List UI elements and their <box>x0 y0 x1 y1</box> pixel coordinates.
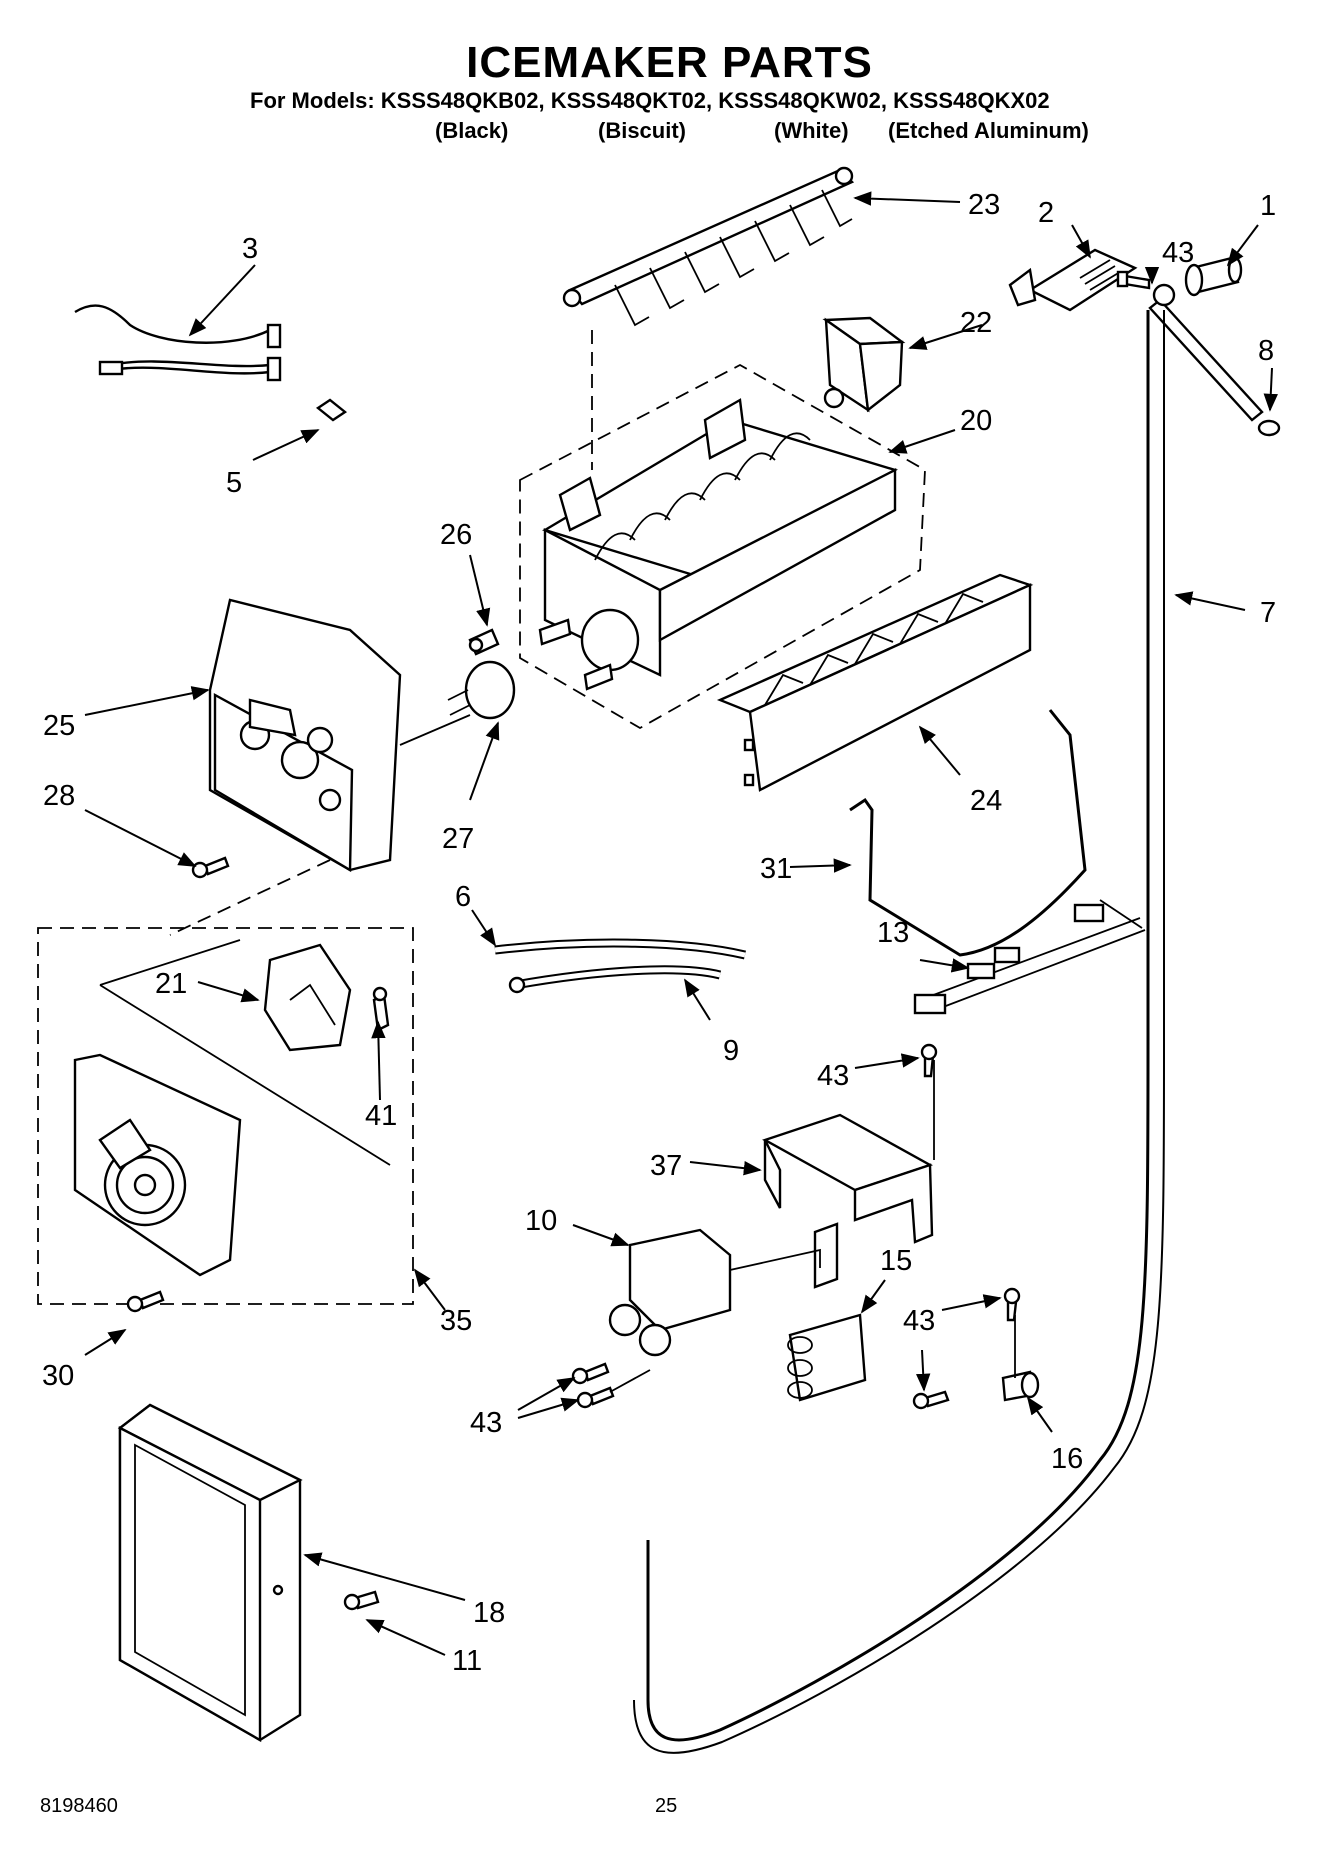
callout-20: 20 <box>960 405 992 437</box>
housing-connector-dash <box>169 859 331 936</box>
callout-26: 26 <box>440 519 472 551</box>
part-fill-tube-inlet <box>1148 283 1281 437</box>
kit-dashed-boundary <box>37 927 414 1305</box>
callout-1: 1 <box>1260 190 1276 222</box>
part-water-tube-outer <box>633 310 1166 1754</box>
part-screw-41 <box>372 986 390 1032</box>
part-shield-drawing <box>1008 248 1138 312</box>
part-water-tube <box>646 310 1150 1742</box>
part-fill-cup-22-drawing <box>822 316 906 413</box>
part-valve-drawing <box>608 1228 821 1357</box>
part-wire-31 <box>849 709 1087 957</box>
part-harness-3-drawing <box>74 304 282 382</box>
callout-22: 22 <box>960 307 992 339</box>
callout-27: 27 <box>442 823 474 855</box>
part-motor-drawing <box>263 943 352 1052</box>
part-motor-plate-drawing <box>73 1053 242 1277</box>
callout-16: 16 <box>1051 1443 1083 1475</box>
callout-15: 15 <box>880 1245 912 1277</box>
part-screw-43-valve-upper <box>571 1362 610 1385</box>
callout-5: 5 <box>226 467 242 499</box>
part-screw-43-clamp <box>912 1390 950 1410</box>
callout-28: 28 <box>43 780 75 812</box>
mold-dashed-boundary <box>519 363 926 730</box>
callout-43-mid: 43 <box>817 1060 849 1092</box>
callout-9: 9 <box>723 1035 739 1067</box>
part-clamp-15-drawing <box>787 1313 867 1402</box>
part-screw-43-top <box>1116 270 1151 290</box>
part-screw-43-valve-lower <box>576 1386 615 1409</box>
kit-guide-lines <box>99 939 391 1166</box>
callout-11: 11 <box>452 1645 482 1677</box>
part-screw-28 <box>191 856 230 879</box>
callout-21: 21 <box>155 968 187 1000</box>
models-line: For Models: KSSS48QKB02, KSSS48QKT02, KS… <box>250 88 1050 113</box>
callout-37: 37 <box>650 1150 682 1182</box>
doc-number: 8198460 <box>40 1795 118 1817</box>
page-title: ICEMAKER PARTS <box>466 38 873 87</box>
callout-7: 7 <box>1260 597 1276 629</box>
callout-43-top: 43 <box>1162 237 1194 269</box>
page-number: 25 <box>655 1795 678 1817</box>
part-screw-43-middle <box>920 1043 938 1078</box>
part-clamp-16-drawing <box>1001 1370 1040 1402</box>
variant-black: (Black) <box>435 118 509 143</box>
callout-41: 41 <box>365 1100 397 1132</box>
callout-13: 13 <box>877 917 909 949</box>
callout-23: 23 <box>968 189 1000 221</box>
part-harness-13-drawing <box>913 899 1146 1015</box>
part-screw-43-right <box>1003 1287 1021 1322</box>
variant-biscuit: (Biscuit) <box>598 118 686 143</box>
part-thermostat-drawing <box>447 628 516 720</box>
part-stripper-drawing <box>716 573 1034 792</box>
callout-18: 18 <box>473 1597 505 1629</box>
callout-35: 35 <box>440 1305 472 1337</box>
callout-24: 24 <box>970 785 1002 817</box>
callout-10: 10 <box>525 1205 557 1237</box>
leader-arrows <box>84 191 1278 1656</box>
callout-25: 25 <box>43 710 75 742</box>
part-screw-30 <box>126 1290 165 1313</box>
callout-8: 8 <box>1258 335 1274 367</box>
part-bracket-37-drawing <box>762 1113 934 1289</box>
part-mold-drawing <box>538 398 898 691</box>
callout-6: 6 <box>455 881 471 913</box>
callout-43-bottom: 43 <box>470 1407 502 1439</box>
callout-43-right: 43 <box>903 1305 935 1337</box>
part-ejector-drawing <box>562 166 855 327</box>
part-clip-5 <box>315 398 348 422</box>
part-housing-drawing <box>208 598 402 873</box>
callout-3: 3 <box>242 233 258 265</box>
part-cover-18-drawing <box>117 1403 303 1743</box>
variant-white: (White) <box>774 118 849 143</box>
callout-labels: 1 2 3 5 6 7 8 9 10 11 13 15 16 18 20 21 … <box>42 189 1276 1677</box>
callout-31: 31 <box>760 853 792 885</box>
variant-etched-aluminum: (Etched Aluminum) <box>888 118 1089 143</box>
callout-30: 30 <box>42 1360 74 1392</box>
callout-2: 2 <box>1038 197 1054 229</box>
part-pin-11 <box>343 1590 380 1611</box>
